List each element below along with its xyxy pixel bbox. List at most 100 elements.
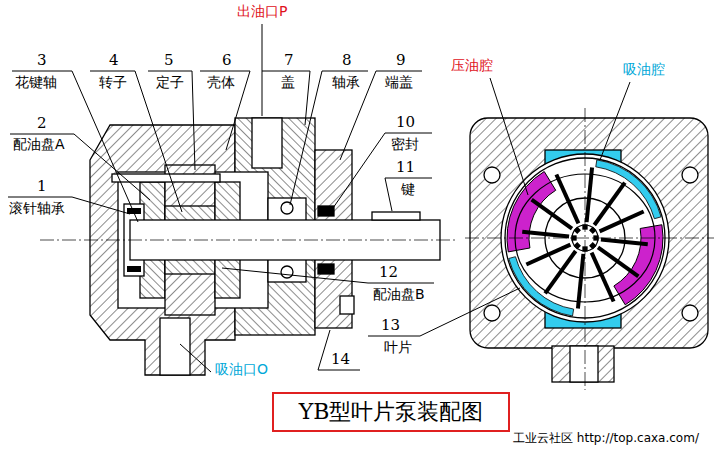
part-name: 定子 [155,75,185,90]
vane [592,253,614,302]
callout-number: 4 [108,52,120,69]
callout-number: 6 [221,52,233,69]
leader-lines [12,71,72,72]
part-name: 密封 [390,137,420,152]
leader-lines [200,71,250,72]
leader-lines [262,71,310,72]
bolt-hole [682,167,698,183]
callout-number: 9 [395,52,407,69]
needle-rollers [127,266,141,272]
end-view [465,108,714,390]
leader-lines [385,133,432,134]
leader-lines [368,283,434,284]
port-label: 吸油口O [214,362,269,377]
leader-lines [192,71,195,170]
center-line [585,108,586,390]
bolt-hole [484,305,500,321]
callout-number: 8 [341,52,353,69]
callout-number: 3 [36,52,48,69]
drawing-title: YB型叶片泵装配图 [299,397,484,427]
chamber-label: 压油腔 [450,58,494,73]
leader-lines [322,71,368,72]
vane [594,183,625,225]
inlet-boss [552,346,614,382]
seal [318,206,334,216]
port-label: 出油口P [236,4,288,19]
inlet-hole [570,346,598,382]
vane [587,167,592,222]
vane [578,254,583,309]
key [372,212,420,220]
leader-lines [318,370,360,371]
leader-lines [490,78,528,195]
seal [318,264,334,274]
leader-lines [368,336,420,337]
vane [601,240,648,245]
outlet-hole [252,118,282,168]
leader-lines [8,24,630,372]
screw [340,296,354,314]
leader-lines [385,178,392,211]
leader-lines [90,71,135,72]
callout-number: 10 [395,114,416,131]
callout-number: 7 [283,52,295,69]
bolt-hole [682,305,698,321]
vane [545,251,576,293]
spline-tooth [590,243,596,249]
spline-tooth [574,243,580,249]
callout-number: 5 [163,52,175,69]
leader-lines [135,71,182,212]
part-name: 转子 [98,75,128,90]
bolt-hole [484,167,500,183]
leader-lines [10,134,74,135]
leader-lines [420,288,520,336]
inlet-hole [160,318,190,375]
leader-lines [74,134,150,200]
leader-lines [290,71,322,205]
section-view [40,118,455,375]
pump-body [470,118,708,348]
part-name: 壳体 [206,75,236,90]
callout-number: 2 [36,115,48,132]
callout-number: 11 [395,159,416,176]
part-name: 叶片 [383,340,413,355]
title-box: YB型叶片泵装配图 [272,392,510,432]
leader-lines [305,71,310,125]
part-name: 配油盘B [372,287,426,302]
part-name: 盖 [280,75,296,90]
leader-lines [222,268,368,283]
callout-number: 14 [330,351,351,368]
leader-lines [333,133,385,208]
callout-number: 1 [36,178,48,195]
vane [556,175,578,224]
part-name: 端盖 [384,75,414,90]
center-line [40,240,455,241]
leader-lines [72,71,138,222]
vane [598,247,638,276]
chamber-label: 吸油腔 [622,62,666,77]
watermark: 工业云社区 http://top.caxa.com/ [512,432,700,445]
vane [522,232,569,237]
part-name: 花键轴 [14,75,58,90]
leader-lines [8,197,72,198]
ball [281,266,293,278]
vane [526,245,570,265]
callout-number: 12 [378,264,399,281]
leader-lines [600,82,630,160]
leader-lines [385,178,432,179]
part-name: 键 [400,182,416,197]
center-line [465,238,714,239]
leader-lines [376,71,422,72]
ball [281,202,293,214]
part-name: 滚针轴承 [8,201,66,216]
vane [532,200,572,229]
leader-lines [262,24,263,116]
callout-number: 13 [380,317,401,334]
leader-lines [148,71,192,72]
part-name: 配油盘A [12,137,66,152]
spline-tooth [574,227,580,233]
part-name: 轴承 [331,75,361,90]
leader-lines [72,197,130,214]
spline-tooth [590,227,596,233]
